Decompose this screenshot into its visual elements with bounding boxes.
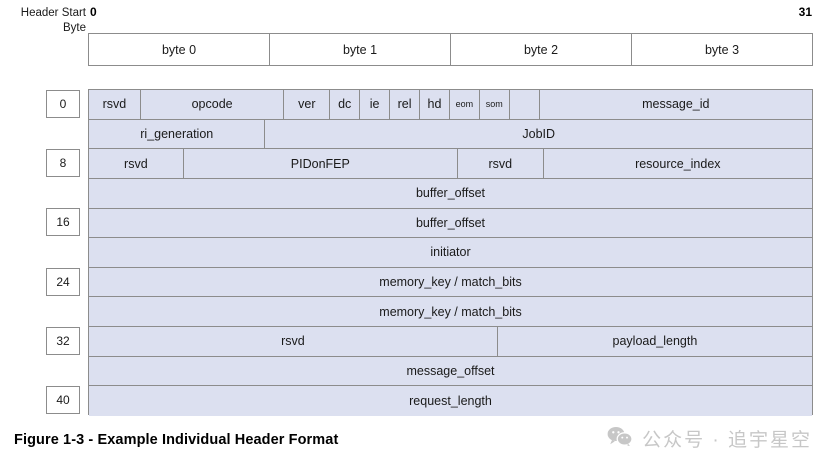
packet-field-cell: memory_key / match_bits (89, 297, 812, 326)
bit-index-row: 0 31 (88, 5, 813, 23)
packet-field-cell: ver (284, 90, 331, 119)
byte-offset-marker: 0 (46, 89, 80, 118)
packet-field-cell: rel (390, 90, 420, 119)
header-start-byte-label-line2: Byte (62, 22, 86, 34)
packet-field-row: memory_key / match_bits (89, 267, 812, 298)
header-start-byte-label-line1: Header Start (20, 7, 86, 19)
packet-field-cell: JobID (265, 119, 812, 149)
packet-field-cell: message_offset (89, 356, 812, 386)
byte-offset-marker: 8 (46, 149, 80, 178)
byte-header-cell: byte 2 (451, 34, 632, 65)
packet-field-row: request_length (89, 386, 812, 416)
packet-field-cell: ri_generation (89, 119, 266, 149)
packet-field-cell: opcode (140, 90, 285, 119)
byte-header-cell: byte 0 (89, 34, 270, 65)
byte-offset-marker: 24 (46, 267, 80, 296)
figure-caption: Figure 1-3 - Example Individual Header F… (14, 432, 339, 448)
packet-field-row: initiator (89, 238, 812, 268)
packet-field-cell: request_length (89, 386, 812, 416)
watermark: 公众号 · 追宇星空 (607, 425, 812, 452)
watermark-text: 公众号 · 追宇星空 (642, 430, 812, 451)
wechat-icon (607, 426, 633, 451)
packet-field-cell: dc (330, 90, 361, 119)
packet-field-cell: rsvd (89, 90, 141, 119)
header-start-byte-label: Header Start Byte (2, 6, 86, 36)
byte-header-cell: byte 3 (704, 42, 740, 57)
bit-index-start: 0 (90, 5, 97, 19)
packet-field-cell: rsvd (457, 149, 544, 178)
packet-field-cell: message_id (539, 90, 812, 119)
packet-field-row: message_offset (89, 356, 812, 387)
byte-header-cell: byte 1 (270, 34, 451, 65)
packet-field-cell: ie (360, 90, 391, 119)
packet-field-cell-empty (509, 90, 540, 119)
packet-field-cell: eom (449, 90, 480, 119)
packet-field-cell: memory_key / match_bits (89, 267, 812, 297)
packet-field-cell: som (479, 90, 510, 119)
packet-field-cell: initiator (89, 238, 812, 267)
byte-offset-marker: 32 (46, 326, 80, 355)
byte-offset-column: 0 8 16 24 32 40 (46, 89, 80, 415)
bit-index-end: 31 (798, 5, 812, 19)
packet-field-cell: rsvd (89, 149, 184, 178)
byte-offset-marker: 16 (46, 208, 80, 237)
packet-field-cell: buffer_offset (89, 178, 812, 208)
packet-field-cell: payload_length (497, 327, 812, 356)
packet-field-cell: rsvd (89, 327, 498, 356)
packet-field-cell: hd (420, 90, 450, 119)
packet-field-row: buffer_offset (89, 208, 812, 239)
packet-field-cell: PIDonFEP (183, 149, 458, 178)
packet-field-row: memory_key / match_bits (89, 297, 812, 327)
packet-field-row: buffer_offset (89, 178, 812, 209)
packet-field-cell: resource_index (543, 149, 812, 178)
byte-offset-marker: 40 (46, 386, 80, 415)
packet-field-cell: buffer_offset (89, 208, 812, 238)
